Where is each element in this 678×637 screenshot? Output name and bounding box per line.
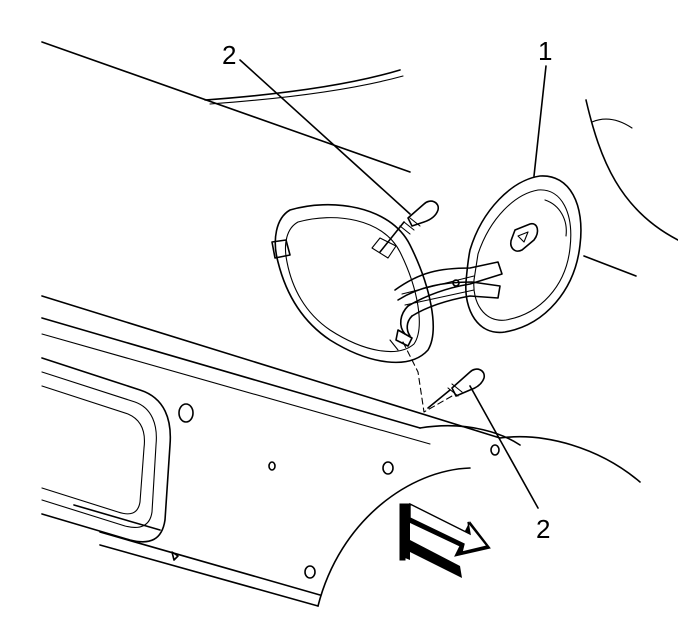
window-recess	[41, 357, 172, 543]
body-panel	[41, 41, 678, 607]
forward-arrow-icon	[399, 502, 491, 578]
fuel-door-hinge	[394, 261, 503, 347]
callout-label-2-lower: 2	[536, 514, 550, 544]
upper-screw	[379, 200, 440, 253]
fuel-pocket-housing	[271, 203, 434, 364]
body-holes	[171, 403, 500, 579]
callout-leader-2-upper	[239, 59, 411, 215]
fuel-door	[465, 175, 582, 334]
callout-leader-1	[533, 65, 547, 177]
installation-guide-line	[402, 341, 453, 413]
callout-label-2-upper: 2	[222, 40, 236, 70]
callout-label-1: 1	[538, 36, 552, 66]
callout-leader-2-lower	[469, 385, 539, 509]
lower-screw	[427, 368, 486, 409]
